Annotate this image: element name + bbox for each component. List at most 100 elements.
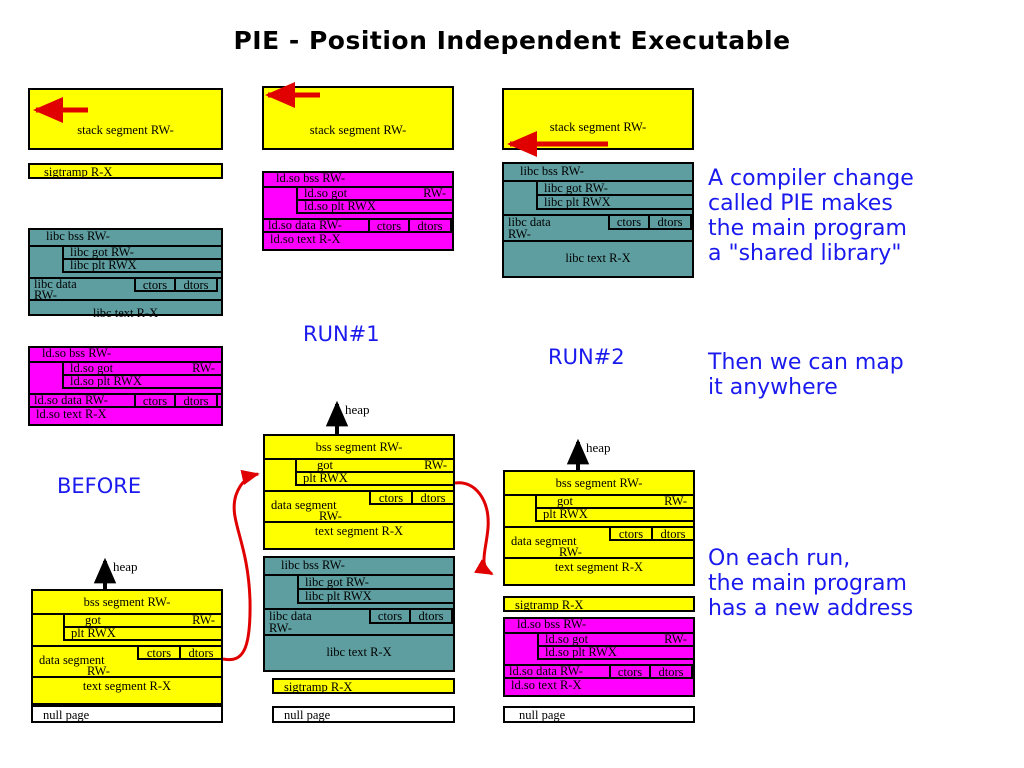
before-ldso-region: ld.so bss RW- ld.so got RW- ld.so plt RW… (28, 346, 223, 426)
before-dtors: dtors (179, 645, 223, 660)
run2-ldso-dtors: dtors (649, 664, 693, 679)
before-libc-ctors: ctors (134, 277, 176, 292)
run1-libc-data-label-1: libc data (269, 609, 312, 623)
before-gotplt-band: got RW- plt RWX (33, 613, 223, 645)
run1-text-segment-label: text segment R-X (314, 524, 404, 538)
run1-libc-data: libc data RW- ctors dtors (265, 608, 453, 636)
column-caption-run1: RUN#1 (303, 322, 380, 346)
run2-data-segment: data segment RW- ctors dtors (505, 526, 695, 559)
run2-ldso-ctors: ctors (609, 664, 651, 679)
before-ldso-data-label: ld.so data RW- (34, 393, 108, 407)
run1-data-segment-label-2: RW- (319, 509, 342, 523)
run2-dtors-label: dtors (660, 527, 686, 541)
run2-text-segment: text segment R-X (505, 559, 693, 577)
before-libc-dtors-label: dtors (183, 278, 209, 292)
run1-ldso-data-label: ld.so data RW- (268, 218, 342, 232)
run1-ldso-region: ld.so bss RW- ld.so got RW- ld.so plt RW… (262, 171, 454, 251)
run2-libc-plt: libc plt RWX (536, 194, 694, 210)
run1-libc-data-label-2: RW- (269, 621, 292, 635)
run1-ldso-plt: ld.so plt RWX (296, 199, 454, 214)
annotation-map-anywhere: Then we can map it anywhere (708, 350, 904, 400)
before-ldso-plt: ld.so plt RWX (62, 374, 223, 389)
annotation-new-address: On each run, the main program has a new … (708, 546, 914, 621)
run1-stack-segment: stack segment RW- (262, 86, 454, 150)
before-bss-segment: bss segment RW- (33, 591, 221, 615)
run1-bss-segment-label: bss segment RW- (315, 440, 403, 454)
run2-bss-segment-label: bss segment RW- (555, 476, 643, 490)
run1-libc-dtors: dtors (409, 608, 453, 624)
before-stack-segment: stack segment RW- (28, 88, 223, 150)
before-ldso-dtors: dtors (174, 393, 218, 408)
run1-libc-gotplt-band: libc got RW- libc plt RWX (265, 574, 455, 608)
before-libc-data: libc data RW- ctors dtors (30, 277, 221, 302)
before-stack-segment-label: stack segment RW- (77, 123, 174, 137)
before-ldso-data: ld.so data RW- ctors dtors (30, 393, 221, 408)
before-got-label: got (85, 613, 101, 627)
run1-dtors: dtors (411, 490, 455, 505)
run2-stack-segment-label: stack segment RW- (549, 120, 647, 134)
before-ldso-got-label: ld.so got (70, 361, 114, 375)
run2-heap-label: heap (586, 440, 611, 455)
before-libc-plt-label: libc plt RWX (70, 258, 137, 272)
before-bss-segment-label: bss segment RW- (83, 595, 171, 609)
before-ctors-label: ctors (146, 646, 172, 660)
run2-ldso-got-label: ld.so got (545, 632, 589, 646)
run2-text-segment-label: text segment R-X (554, 560, 644, 574)
annotation-pie-explanation: A compiler change called PIE makes the m… (708, 166, 914, 266)
run2-null-page-label: null page (519, 708, 566, 722)
run1-libc-ctors-label: ctors (377, 609, 403, 623)
before-libc-region: libc bss RW- libc got RW- libc plt RWX l… (28, 228, 223, 320)
run2-sigtramp-label: sigtramp R-X (515, 598, 584, 612)
run2-ldso-ctors-label: ctors (617, 665, 643, 679)
column-caption-before: BEFORE (57, 474, 142, 498)
before-text-segment-label: text segment R-X (82, 679, 172, 693)
run1-sigtramp: sigtramp R-X (272, 678, 455, 694)
run1-ldso-text-label: ld.so text R-X (270, 232, 341, 246)
run1-libc-plt: libc plt RWX (297, 588, 455, 604)
before-text-segment: text segment R-X (33, 678, 221, 696)
run2-libc-bss-label: libc bss RW- (520, 164, 584, 178)
run1-null-page-label: null page (284, 708, 331, 722)
run1-ldso-dtors-label: dtors (417, 219, 443, 233)
run1-libc-text: libc text R-X (265, 636, 453, 670)
run1-libc-got-label: libc got RW- (305, 575, 369, 589)
run2-ldso-data-label: ld.so data RW- (509, 664, 583, 678)
before-libc-data-label-1: libc data (34, 277, 77, 291)
before-ldso-bss-label: ld.so bss RW- (42, 346, 112, 360)
before-ldso-ctors: ctors (134, 393, 176, 408)
before-libc-text: libc text R-X (30, 301, 221, 326)
run1-libc-ctors: ctors (369, 608, 411, 624)
run2-libc-text: libc text R-X (504, 242, 692, 276)
run2-ldso-text: ld.so text R-X (505, 678, 693, 695)
before-libc-got-label: libc got RW- (70, 245, 134, 259)
before-plt-label: plt RWX (71, 626, 116, 640)
run1-ldso-bss-label: ld.so bss RW- (276, 171, 346, 185)
run1-libc-plt-label: libc plt RWX (305, 589, 372, 603)
run1-heap-label: heap (345, 402, 370, 417)
run1-dtors-label: dtors (420, 491, 446, 505)
run2-libc-data: libc data RW- ctors dtors (504, 214, 692, 242)
before-libc-bss-label: libc bss RW- (46, 229, 110, 243)
before-ldso-text: ld.so text R-X (30, 407, 221, 424)
run1-ldso-gotplt-band: ld.so got RW- ld.so plt RWX (264, 186, 454, 218)
before-data-segment-label-2: RW- (87, 664, 110, 678)
run2-libc-gotplt-band: libc got RW- libc plt RWX (504, 180, 694, 214)
before-ldso-text-label: ld.so text R-X (36, 407, 107, 421)
run1-libc-got: libc got RW- (297, 574, 455, 590)
run2-ldso-plt-label: ld.so plt RWX (545, 645, 617, 659)
run2-libc-data-label-2: RW- (508, 227, 531, 241)
run1-ctors-label: ctors (378, 491, 404, 505)
before-libc-plt: libc plt RWX (62, 258, 223, 273)
before-ctors: ctors (137, 645, 181, 660)
run1-libc-region: libc bss RW- libc got RW- libc plt RWX l… (263, 556, 455, 672)
run2-plt: plt RWX (535, 507, 695, 522)
run1-ldso-ctors-label: ctors (376, 219, 402, 233)
run1-stack-segment-label: stack segment RW- (309, 123, 407, 137)
run2-data-segment-label-1: data segment (511, 534, 577, 548)
before-dtors-label: dtors (188, 646, 214, 660)
run1-got-perm: RW- (424, 458, 447, 472)
relocation-arrow-before-to-run1 (222, 469, 260, 662)
run2-ldso-text-label: ld.so text R-X (511, 678, 582, 692)
run1-ldso-text: ld.so text R-X (264, 232, 452, 249)
